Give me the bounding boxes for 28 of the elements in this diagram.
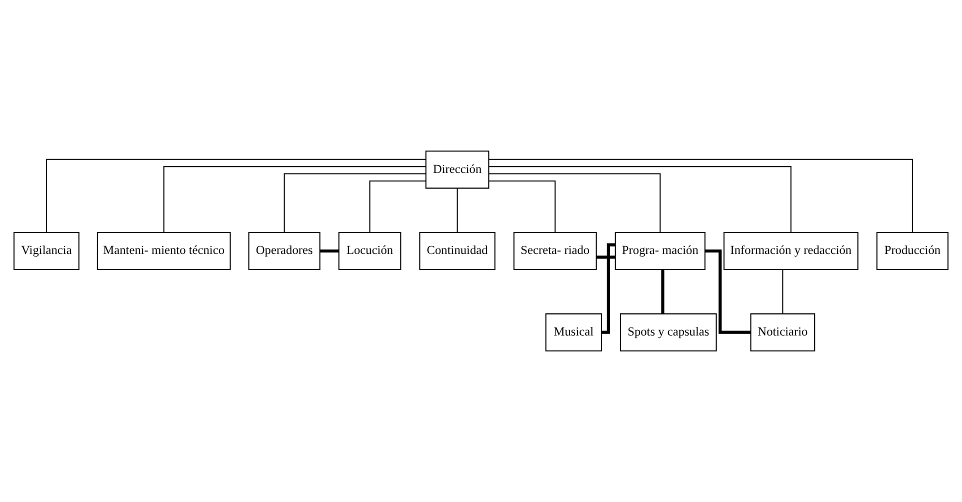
connector bbox=[602, 243, 616, 334]
node-box: Continuidad bbox=[419, 232, 496, 270]
connector bbox=[596, 256, 616, 259]
node-box: Noticiario bbox=[750, 313, 816, 352]
node-box: Locución bbox=[338, 232, 402, 270]
node-box: Manteni- miento técnico bbox=[96, 232, 231, 270]
node-box: Dirección bbox=[425, 150, 490, 189]
connector bbox=[489, 173, 661, 232]
connector bbox=[456, 188, 458, 232]
node-box: Secreta- riado bbox=[513, 232, 597, 270]
node-box: Musical bbox=[545, 313, 602, 352]
node-box: Producción bbox=[876, 232, 948, 270]
connector bbox=[320, 249, 339, 253]
connector bbox=[284, 173, 426, 232]
connector bbox=[661, 270, 664, 314]
connector bbox=[488, 180, 556, 232]
connector bbox=[782, 270, 784, 314]
node-box: Vigilancia bbox=[14, 232, 80, 270]
node-box: Spots y capsulas bbox=[620, 313, 717, 352]
connector bbox=[705, 249, 751, 334]
connector bbox=[489, 166, 792, 232]
node-box: Progra- mación bbox=[614, 232, 706, 270]
node-box: Operadores bbox=[248, 232, 320, 270]
node-box: Información y redacción bbox=[724, 232, 858, 270]
connector bbox=[163, 166, 426, 232]
connector bbox=[488, 158, 913, 232]
connector bbox=[369, 180, 426, 232]
connector bbox=[46, 158, 426, 232]
